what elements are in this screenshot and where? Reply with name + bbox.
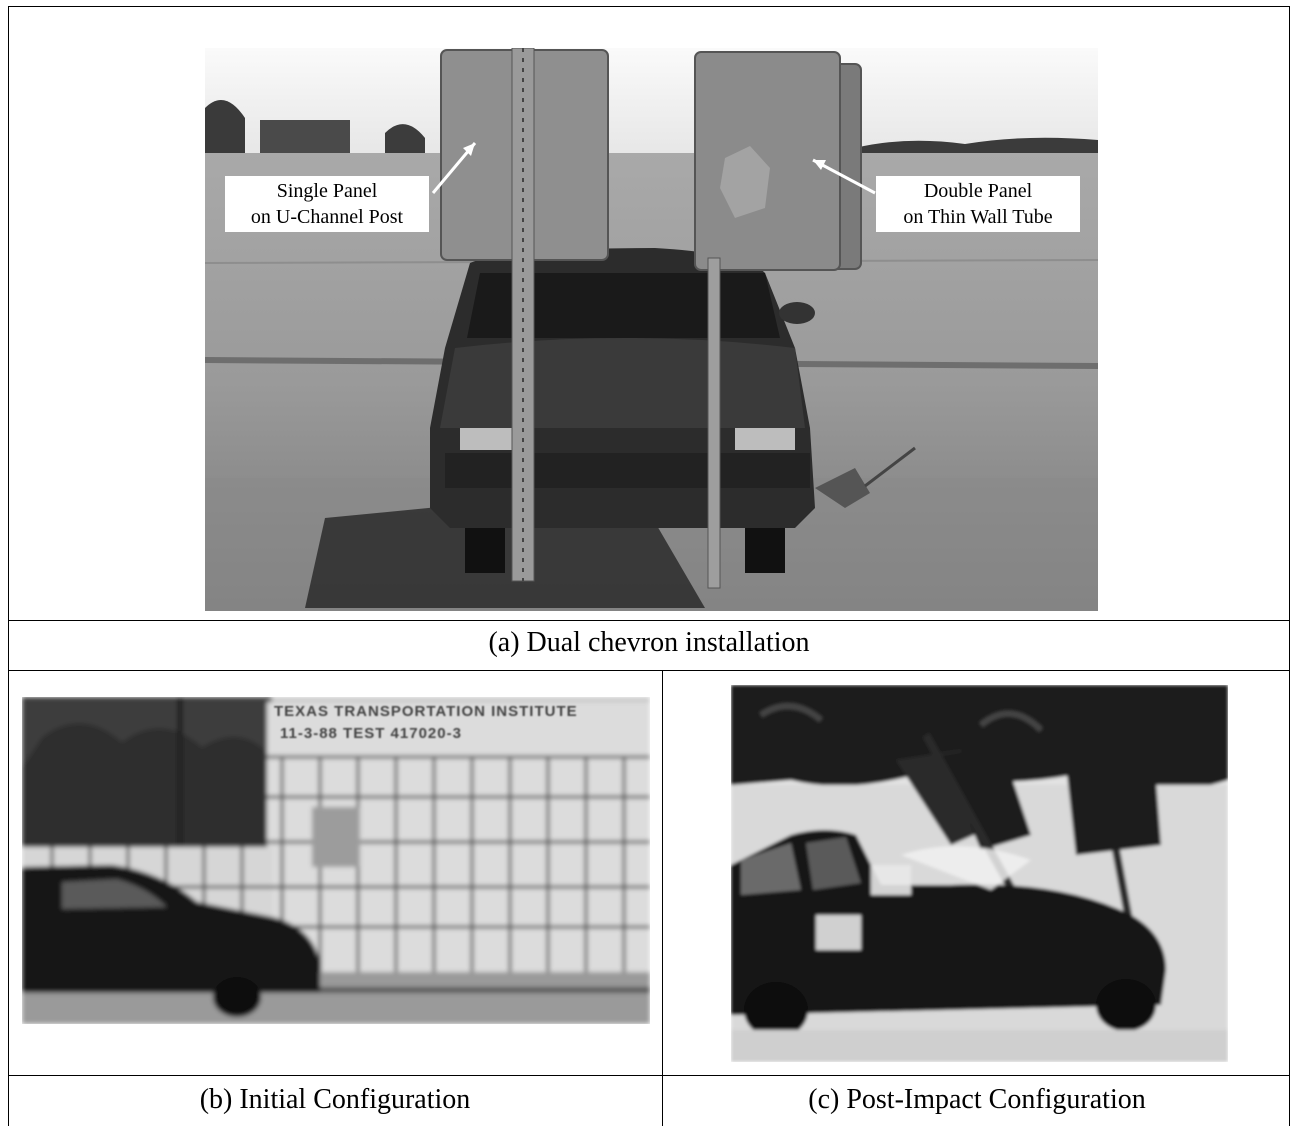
figure-frame [8,6,1290,1126]
label-single-panel-line2: on U-Channel Post [250,206,404,228]
photo-initial-configuration: TEXAS TRANSPORTATION INSTITUTE 11-3-88 T… [22,697,650,1024]
divider-a [8,620,1290,621]
caption-panel-c: (c) Post-Impact Configuration [808,1084,1146,1115]
divider-b [8,670,1290,671]
caption-panel-b: (b) Initial Configuration [199,1084,471,1115]
divider-vertical [662,671,663,1126]
caption-panel-a: (a) Dual chevron installation [488,627,810,658]
test-sign-text: TEXAS TRANSPORTATION INSTITUTE 11-3-88 T… [274,701,650,745]
divider-c [8,1075,1290,1076]
label-double-panel: Double Panel on Thin Wall Tube [876,176,1080,232]
label-single-panel: Single Panel on U-Channel Post [225,176,429,232]
label-double-panel-line1: Double Panel [923,180,1033,202]
label-single-panel-line1: Single Panel [276,180,378,202]
test-sign-line2: 11-3-88 TEST 417020-3 [280,725,462,742]
photo-dual-chevron-installation [205,48,1098,611]
test-sign-line1: TEXAS TRANSPORTATION INSTITUTE [274,703,578,720]
label-double-panel-line2: on Thin Wall Tube [903,206,1053,228]
photo-post-impact-configuration [731,685,1228,1062]
